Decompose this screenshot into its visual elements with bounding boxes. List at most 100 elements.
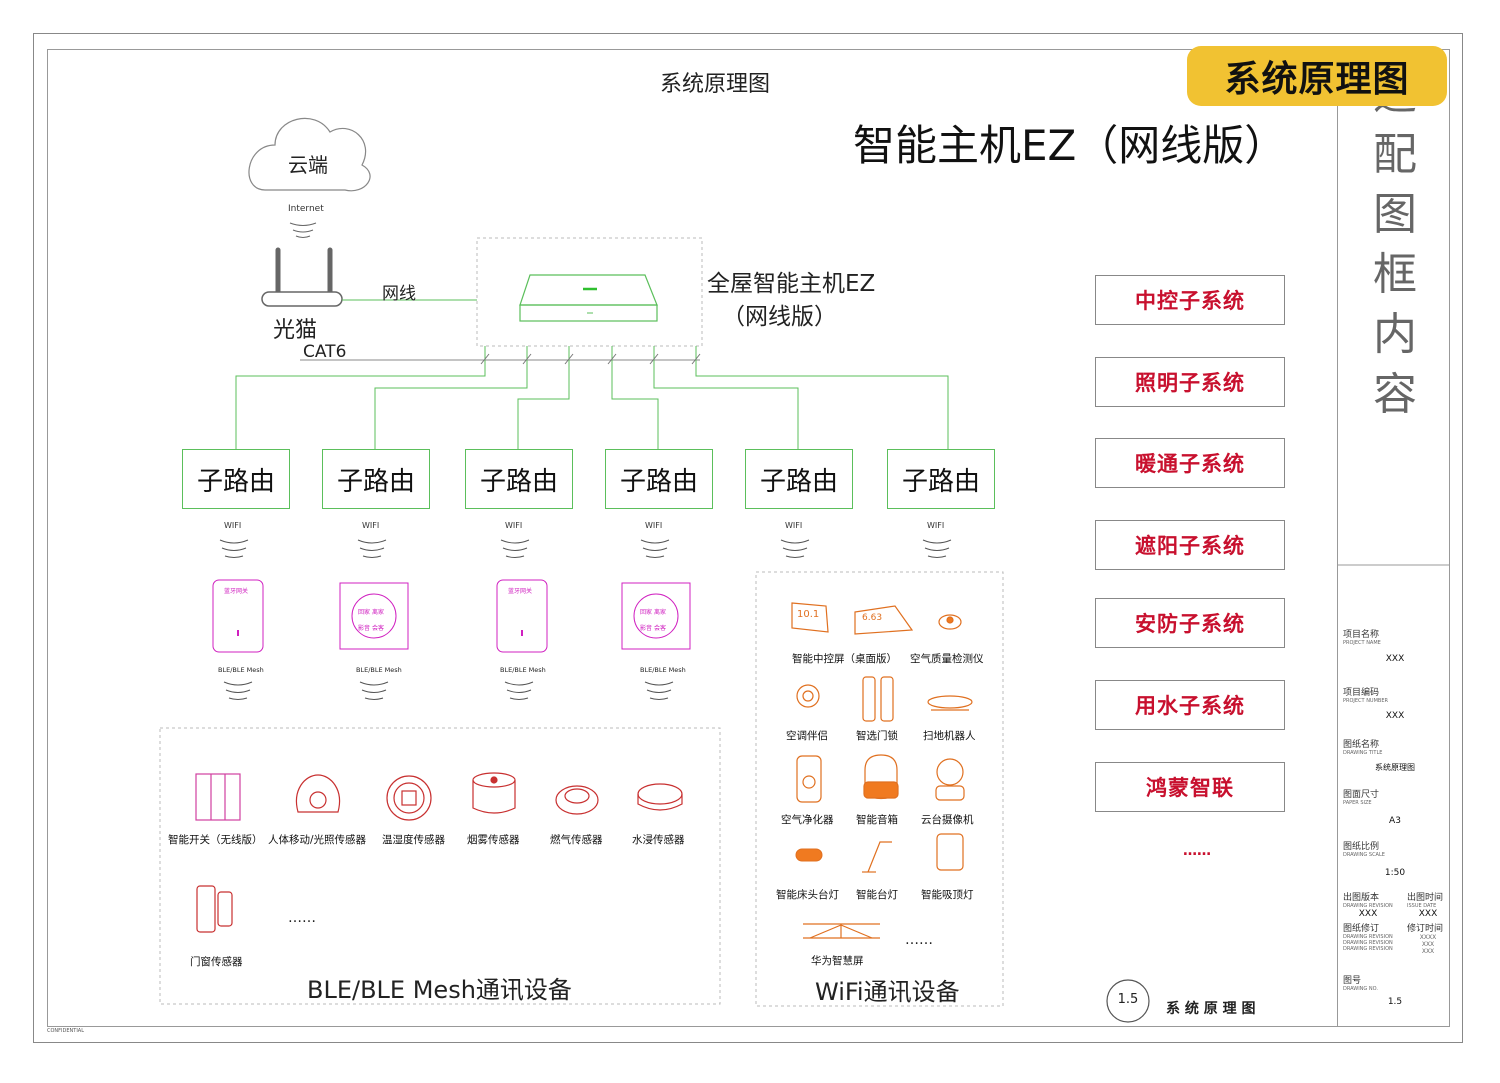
wifi-device-label: 智选门锁 bbox=[856, 730, 898, 742]
smart-speaker-icon bbox=[863, 754, 899, 800]
meta-sub: PROJECT NUMBER bbox=[1343, 698, 1388, 704]
sub-router-5: 子路由 bbox=[745, 449, 853, 509]
wifi-device-label: 空气净化器 bbox=[781, 814, 834, 826]
cable-label: 网线 bbox=[382, 284, 416, 304]
title-block-meta: 图面尺寸 PAPER SIZE A3 bbox=[1343, 787, 1447, 826]
water-sensor-icon bbox=[637, 783, 683, 811]
wifi-label: WIFI bbox=[927, 521, 945, 530]
inner-frame bbox=[47, 49, 1450, 1027]
ble-device-label: 人体移动/光照传感器 bbox=[268, 834, 367, 846]
meta-value: XXX bbox=[1418, 909, 1438, 919]
subsystem-box: 安防子系统 bbox=[1095, 598, 1285, 648]
meta-label: 项目名称 bbox=[1343, 630, 1380, 640]
title-block-meta: 图纸修订 DRAWING REVISION DRAWING REVISION D… bbox=[1343, 921, 1398, 952]
ble-mesh-label: BLE/BLE Mesh bbox=[356, 666, 402, 674]
meta-sub: DRAWING REVISION bbox=[1343, 946, 1393, 952]
subsystem-box: 鸿蒙智联 bbox=[1095, 762, 1285, 812]
smart-switch-icon bbox=[195, 773, 241, 821]
meta-sub: DRAWING TITLE bbox=[1343, 750, 1383, 756]
meta-value: XXXX bbox=[1419, 934, 1437, 941]
meta-value: XXX bbox=[1421, 948, 1435, 955]
desktop-screen-icon bbox=[791, 602, 914, 635]
scene-key: 会客 bbox=[371, 625, 384, 632]
wifi-device-label: 智能中控屏（桌面版） bbox=[792, 653, 897, 665]
scene-keys: 回家 离家 影音 会客 bbox=[358, 605, 392, 637]
scene-key: 离家 bbox=[653, 609, 666, 616]
title-block-meta: 项目名称 PROJECT NAME XXX bbox=[1343, 627, 1447, 664]
ble-more: …… bbox=[288, 910, 316, 926]
wifi-label: WIFI bbox=[505, 521, 523, 530]
header-badge: 系统原理图 bbox=[1187, 46, 1447, 106]
ble-mesh-label: BLE/BLE Mesh bbox=[218, 666, 264, 674]
scene-key: 回家 bbox=[358, 609, 371, 616]
wifi-section-title: WiFi通讯设备 bbox=[815, 978, 960, 1006]
vertical-title-char: 图 bbox=[1373, 189, 1417, 240]
meta-value: 系统原理图 bbox=[1375, 763, 1415, 772]
meta-sub: PROJECT NAME bbox=[1343, 640, 1381, 646]
subsystem-label: 用水子系统 bbox=[1135, 694, 1245, 718]
wifi-label: WIFI bbox=[224, 521, 242, 530]
sub-router-4: 子路由 bbox=[605, 449, 713, 509]
scene-key: 离家 bbox=[371, 609, 384, 616]
meta-label: 图纸比例 bbox=[1343, 842, 1380, 852]
robot-vacuum-icon bbox=[927, 695, 973, 711]
wifi-label: WIFI bbox=[645, 521, 663, 530]
footer-caption: 系 统 原 理 图 bbox=[1166, 1001, 1256, 1017]
scene-keys: 回家 离家 影音 会客 bbox=[640, 605, 674, 637]
humidity-sensor-icon bbox=[386, 775, 432, 821]
wifi-label: WIFI bbox=[785, 521, 803, 530]
door-sensor-icon bbox=[196, 885, 233, 933]
meta-label: 图面尺寸 bbox=[1343, 790, 1380, 800]
meta-sub: PAPER SIZE bbox=[1343, 800, 1372, 806]
subsystems-more: …… bbox=[1183, 843, 1211, 859]
subsystem-box: 用水子系统 bbox=[1095, 680, 1285, 730]
meta-label: 图纸修订 bbox=[1343, 924, 1380, 934]
wifi-device-label: 华为智慧屏 bbox=[811, 955, 864, 967]
meta-value: XXX bbox=[1385, 654, 1405, 664]
ble-gateway-panel-icon bbox=[212, 579, 548, 653]
wifi-device-label: 空调伴侣 bbox=[786, 730, 828, 742]
wifi-device-label: 智能台灯 bbox=[856, 889, 898, 901]
meta-label: 图纸名称 bbox=[1343, 740, 1380, 750]
motion-sensor-icon bbox=[296, 774, 340, 813]
ble-section-title: BLE/BLE Mesh通讯设备 bbox=[307, 976, 572, 1004]
wifi-label: WIFI bbox=[362, 521, 380, 530]
ac-companion-icon bbox=[796, 684, 820, 708]
host-name-label: 全屋智能主机EZ bbox=[707, 271, 876, 297]
sub-router-2: 子路由 bbox=[322, 449, 430, 509]
wifi-device-label: 扫地机器人 bbox=[923, 730, 976, 742]
modem-label: 光猫 bbox=[273, 318, 318, 343]
ble-mesh-label: BLE/BLE Mesh bbox=[500, 666, 546, 674]
smart-lock-icon bbox=[862, 676, 894, 722]
outer-frame bbox=[33, 33, 1463, 1043]
sub-router-6: 子路由 bbox=[887, 449, 995, 509]
main-title: 智能主机EZ（网线版） bbox=[853, 121, 1287, 170]
wifi-device-label: 云台摄像机 bbox=[921, 814, 974, 826]
meta-value: XXX bbox=[1358, 909, 1378, 919]
modem-icon bbox=[261, 247, 343, 307]
ble-device-label: 烟雾传感器 bbox=[467, 834, 520, 846]
ble-device-label: 燃气传感器 bbox=[550, 834, 603, 846]
meta-label: 图号 bbox=[1343, 976, 1362, 986]
vertical-title-char: 框 bbox=[1373, 249, 1417, 300]
subsystem-label: 遮阳子系统 bbox=[1135, 534, 1245, 558]
title-block-meta: 项目编码 PROJECT NUMBER XXX bbox=[1343, 685, 1447, 721]
air-purifier-icon bbox=[796, 755, 822, 803]
meta-sub: DRAWING REVISION bbox=[1343, 940, 1393, 946]
title-block-meta: 出图版本 DRAWING REVISION XXX bbox=[1343, 890, 1393, 919]
screen-value: 6.63 bbox=[862, 613, 883, 623]
vertical-title-char: 配 bbox=[1373, 129, 1417, 180]
page-title: 系统原理图 bbox=[659, 72, 770, 97]
meta-sub: DRAWING SCALE bbox=[1343, 852, 1385, 858]
cat6-label: CAT6 bbox=[303, 342, 347, 362]
subsystem-label: 鸿蒙智联 bbox=[1146, 776, 1234, 800]
meta-value: 1:50 bbox=[1384, 868, 1406, 878]
smart-screen-icon bbox=[803, 923, 880, 939]
meta-value: A3 bbox=[1389, 816, 1401, 826]
gateway-text: 蓝牙网关 bbox=[224, 588, 249, 595]
internet-label: Internet bbox=[288, 204, 324, 214]
cloud-label: 云端 bbox=[288, 153, 328, 177]
meta-label: 项目编码 bbox=[1343, 688, 1380, 698]
meta-value: 1.5 bbox=[1387, 997, 1403, 1007]
